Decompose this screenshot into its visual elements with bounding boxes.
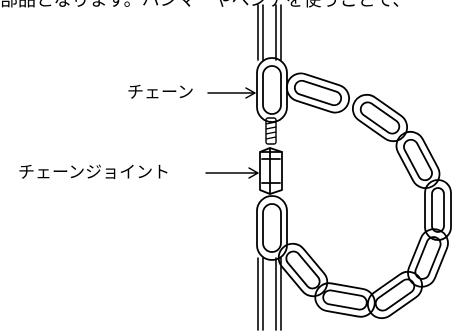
joint-thread-upper	[265, 117, 277, 145]
label-chain-joint: チェーンジョイント	[18, 163, 171, 183]
chain-link-upper	[256, 57, 288, 123]
chain-loop	[277, 72, 452, 320]
chain-joint	[259, 147, 283, 195]
vertical-chain-top	[257, 4, 282, 61]
chain-link-lower	[256, 195, 288, 261]
label-chain: チェーン	[127, 83, 195, 103]
arrow-chain	[207, 87, 256, 99]
arrow-chain-joint	[205, 167, 259, 179]
vertical-chain-bottom	[257, 257, 282, 331]
page-caption: 部品となります。ハンマーやペンチを使うことで、	[0, 0, 453, 10]
